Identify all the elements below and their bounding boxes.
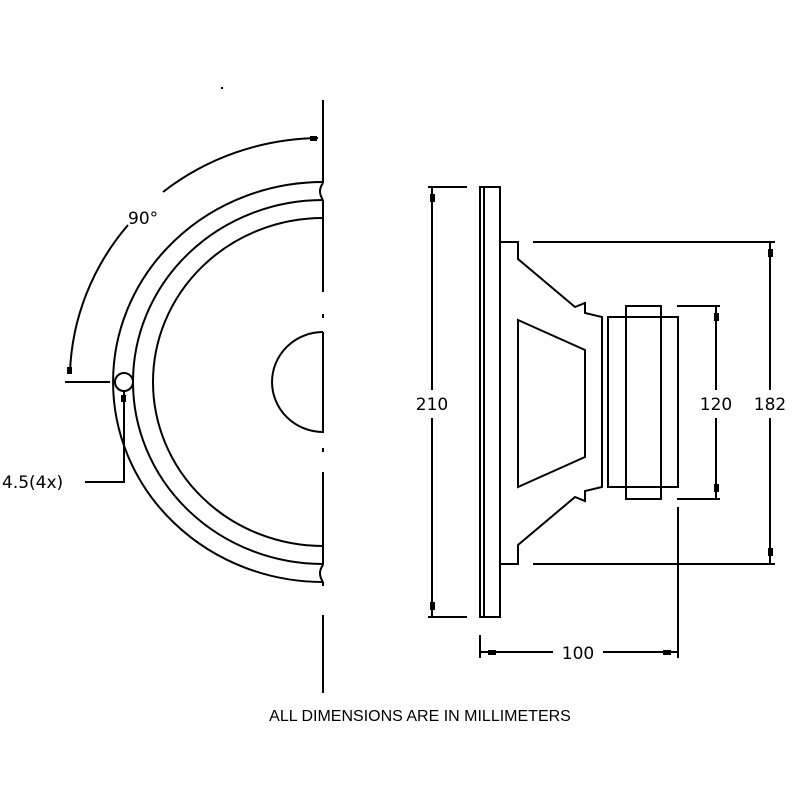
cone-edge-arc [152, 217, 324, 547]
angle-dimension-arc-lower [69, 224, 129, 373]
basket-outline [500, 241, 603, 565]
mounting-hole [114, 372, 134, 392]
dim-arrow-marker [768, 249, 773, 257]
angle-label: 90° [128, 209, 158, 229]
side-view: 210 182 120 100 [416, 186, 786, 664]
angle-dimension-arc-upper [162, 137, 319, 193]
outer-rim-arc [112, 181, 324, 583]
notch-bottom [319, 564, 324, 583]
dim-120-label: 120 [700, 395, 732, 415]
dim-arrow-marker [430, 194, 435, 202]
dim-arrow-marker [714, 313, 719, 321]
dim-120-extension [677, 305, 720, 500]
dim-arrow-marker [768, 548, 773, 556]
hole-label: 4.5(4x) [2, 473, 63, 493]
dim-182-extension [533, 241, 775, 565]
dim-arrow-marker [488, 650, 496, 655]
mounting-frame [479, 186, 501, 618]
hole-arrow-marker [121, 395, 126, 402]
dim-arrow-marker [430, 602, 435, 610]
units-note: ALL DIMENSIONS ARE IN MILLIMETERS [269, 708, 571, 725]
dim-210-extension [428, 186, 467, 618]
hole-leader [85, 390, 125, 483]
magnet-ring [625, 305, 662, 500]
dim-100-label: 100 [562, 644, 594, 664]
dim-182-label: 182 [754, 395, 786, 415]
stray-dot [221, 87, 223, 89]
dim-arrow-marker [663, 650, 671, 655]
notch-top [319, 182, 324, 201]
dust-cap-arc [271, 331, 324, 433]
angle-arrow-marker [310, 136, 317, 141]
angle-arrow-marker [67, 367, 72, 374]
front-view: 90° 4.5(4x) [2, 87, 324, 693]
dim-100-extension [479, 507, 679, 658]
dim-arrow-marker [714, 484, 719, 492]
magnet-plate [607, 316, 679, 488]
dim-210-label: 210 [416, 395, 448, 415]
inner-cone [517, 318, 586, 489]
